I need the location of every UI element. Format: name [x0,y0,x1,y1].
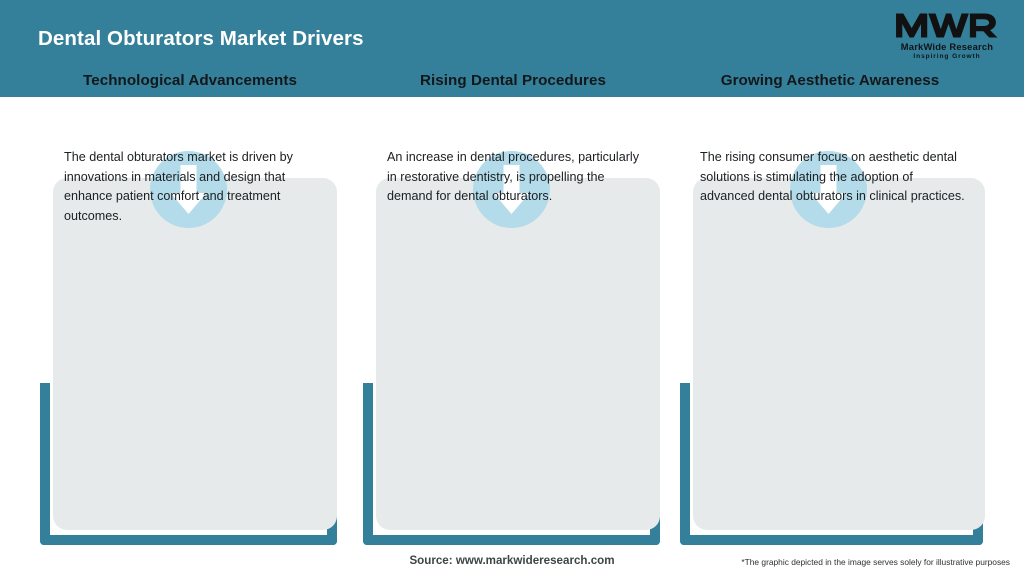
card-title: Technological Advancements [83,72,297,89]
down-arrow-icon [150,151,227,228]
driver-card[interactable]: Rising Dental Procedures An increase in … [363,0,663,576]
down-arrow-icon [790,151,867,228]
card-body: The rising consumer focus on aesthetic d… [700,150,965,203]
card-title: Rising Dental Procedures [419,72,607,89]
source-label: Source: www.markwideresearch.com [409,554,615,567]
page-title: Dental Obturators Market Drivers [38,27,364,50]
card-panel [376,178,660,530]
driver-card[interactable]: Growing Aesthetic Awareness The rising c… [680,0,985,576]
down-arrow-icon [473,151,550,228]
card-body: The dental obturators market is driven b… [64,150,293,223]
disclaimer-note: *The graphic depicted in the image serve… [741,557,1010,567]
card-body: An increase in dental procedures, partic… [387,150,640,203]
logo-company-name: MarkWide Research [900,41,994,52]
card-title: Growing Aesthetic Awareness [720,72,940,89]
header-bar [0,0,1024,97]
card-panel [693,178,985,530]
mwr-logo-icon [896,13,998,38]
driver-card[interactable]: Technological Advancements The dental ob… [40,0,340,576]
logo-tagline: Inspiring Growth [913,53,981,60]
markwide-research-logo: MarkWide Research Inspiring Growth [888,10,1006,66]
card-panel [53,178,337,530]
